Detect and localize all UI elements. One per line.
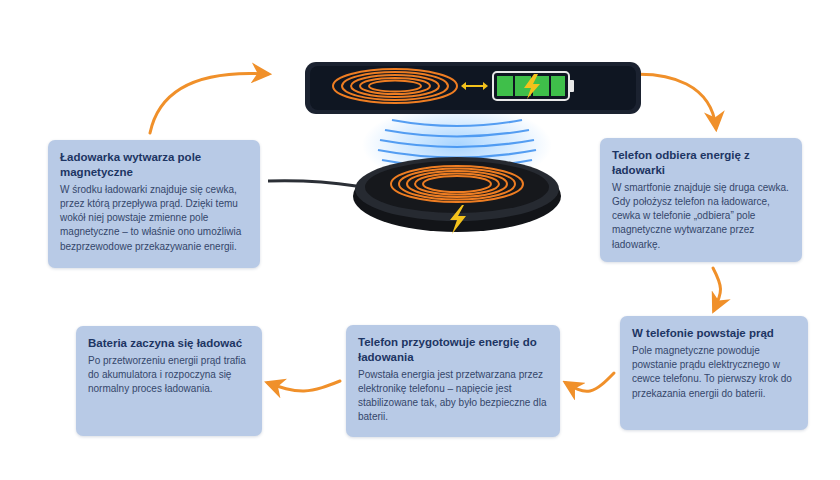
step-title: Ładowarka wytwarza pole magnetyczne	[60, 150, 248, 180]
step-title: W telefonie powstaje prąd	[632, 326, 796, 341]
step-description: Pole magnetyczne powoduje powstanie prąd…	[632, 344, 796, 401]
step-title: Telefon odbiera energię z ładowarki	[612, 148, 790, 178]
step-description: W środku ładowarki znajduje się cewka, p…	[60, 183, 248, 254]
flow-arrow	[713, 268, 721, 310]
step-box: Ładowarka wytwarza pole magnetyczneW śro…	[48, 140, 260, 268]
flow-arrow	[566, 373, 614, 391]
flow-arc	[150, 73, 268, 133]
step-description: Powstała energia jest przetwarzana przez…	[358, 368, 548, 425]
smartphone	[305, 62, 641, 114]
step-description: Po przetworzeniu energii prąd trafia do …	[88, 354, 250, 397]
wireless-charger	[353, 157, 561, 234]
step-box: W telefonie powstaje prądPole magnetyczn…	[620, 316, 808, 430]
step-title: Bateria zaczyna się ładować	[88, 336, 250, 351]
step-box: Bateria zaczyna się ładować Po przetworze…	[76, 326, 262, 436]
flow-arrow	[268, 381, 340, 391]
step-description: W smartfonie znajduje się druga cewka. G…	[612, 181, 790, 252]
step-box: Telefon przygotowuje energię do ładowani…	[346, 325, 560, 437]
step-box: Telefon odbiera energię z ładowarkiW sma…	[600, 138, 802, 262]
charger-cable	[268, 181, 356, 186]
step-title: Telefon przygotowuje energię do ładowani…	[358, 335, 548, 365]
